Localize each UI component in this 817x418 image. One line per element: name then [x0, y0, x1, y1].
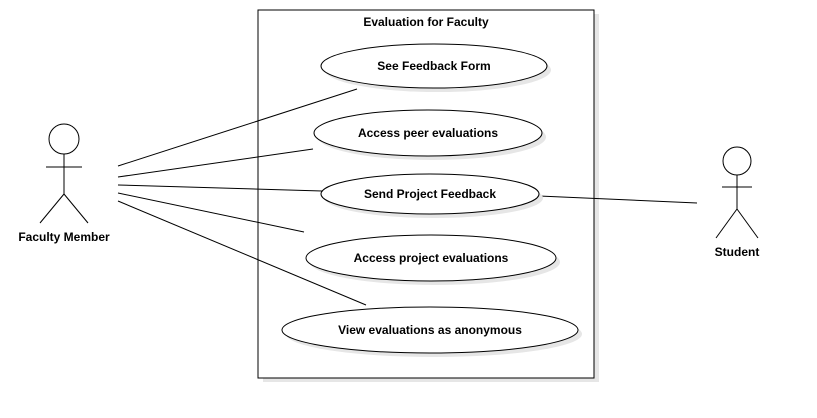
association-faculty-see-feedback-form[interactable] — [117, 88, 358, 167]
association-faculty-access-peer-evaluations[interactable] — [117, 148, 314, 178]
use-case-label: See Feedback Form — [377, 59, 490, 73]
association-faculty-access-project-evaluations[interactable] — [117, 192, 305, 233]
actor-label: Student — [715, 245, 760, 259]
use-case-view-evaluations-anonymous[interactable]: View evaluations as anonymous — [281, 306, 582, 357]
stick-figure-icon — [715, 146, 759, 239]
stick-figure-icon — [39, 123, 89, 224]
use-case-send-project-feedback[interactable]: Send Project Feedback — [320, 173, 543, 218]
use-case-label: Access project evaluations — [354, 251, 509, 265]
use-case-label: Send Project Feedback — [364, 187, 496, 201]
use-case-see-feedback-form[interactable]: See Feedback Form — [320, 43, 551, 92]
associations — [117, 88, 698, 306]
actor-student[interactable]: Student — [715, 146, 760, 259]
use-case-label: View evaluations as anonymous — [338, 323, 522, 337]
system-title: Evaluation for Faculty — [363, 15, 489, 29]
association-faculty-send-project-feedback[interactable] — [117, 184, 323, 192]
actor-label: Faculty Member — [18, 230, 110, 244]
actor-faculty-member[interactable]: Faculty Member — [18, 123, 110, 244]
use-case-access-peer-evaluations[interactable]: Access peer evaluations — [313, 109, 546, 160]
use-case-label: Access peer evaluations — [358, 126, 498, 140]
use-case-access-project-evaluations[interactable]: Access project evaluations — [305, 234, 560, 285]
association-student-send-project-feedback[interactable] — [538, 195, 698, 204]
association-faculty-view-anonymous[interactable] — [117, 200, 367, 306]
